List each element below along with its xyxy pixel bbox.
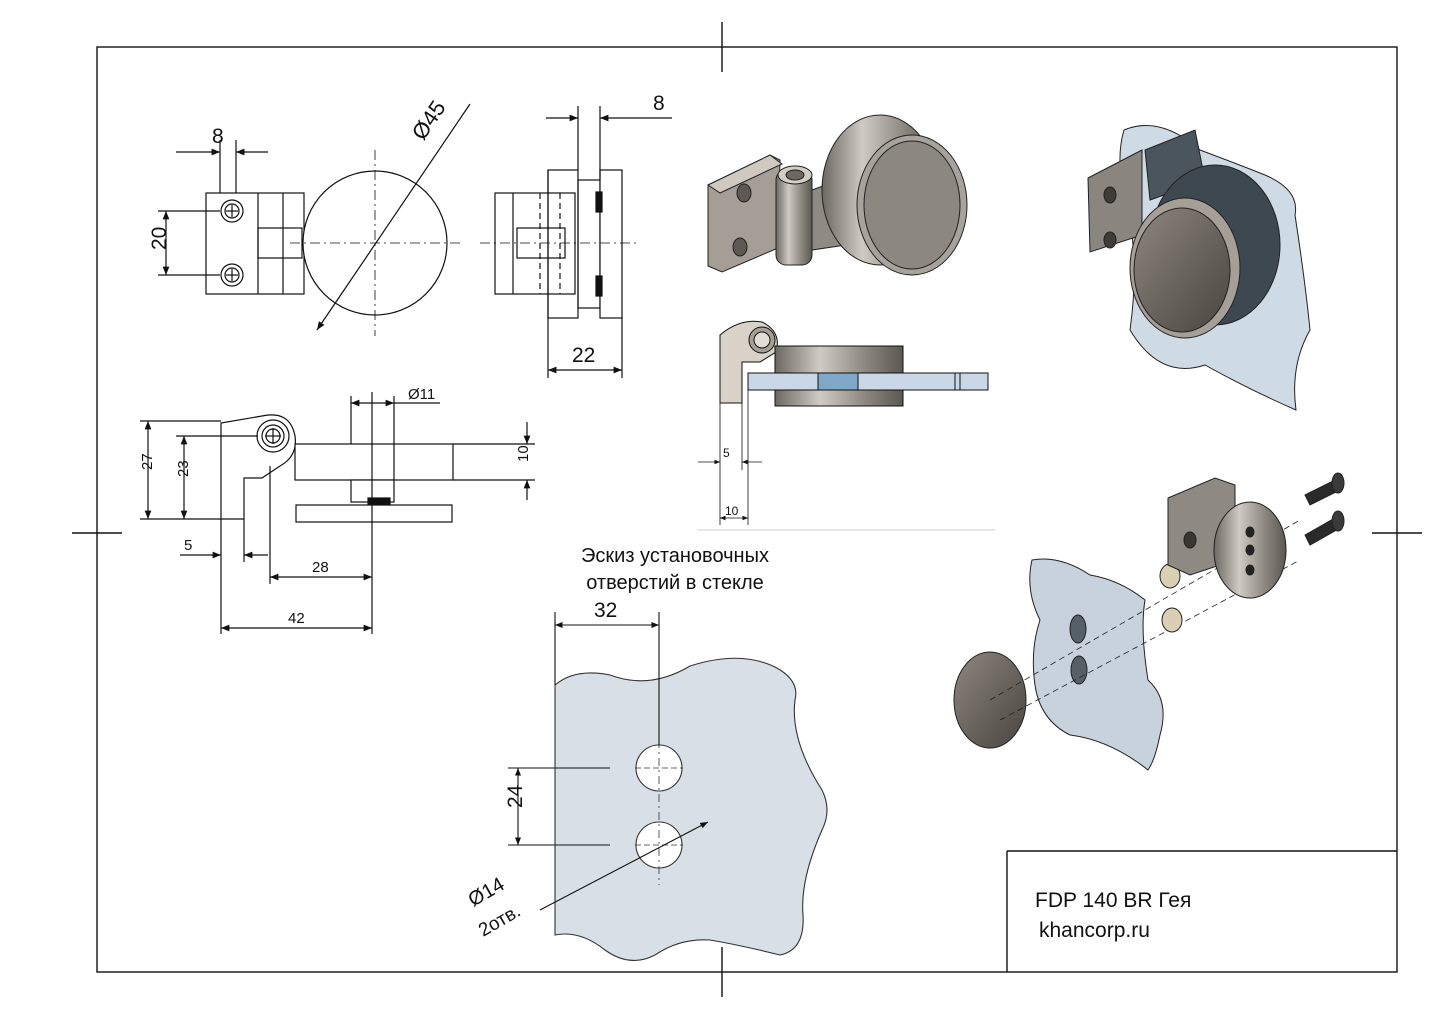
exploded-3d-view (953, 472, 1345, 771)
dim-top-height-23: 23 (175, 460, 192, 477)
top-view (140, 392, 535, 634)
sketch-caption-line1: Эскиз установочных (581, 545, 769, 567)
website-label: khancorp.ru (1039, 919, 1150, 942)
dim-top-28: 28 (312, 559, 329, 576)
front-view (158, 103, 471, 336)
side-view (480, 106, 672, 378)
dim-disc-diameter: Ø45 (407, 96, 451, 144)
dim-side-depth: 22 (572, 344, 595, 367)
dim-side-offset: 8 (653, 92, 665, 115)
hinge-3d-view (706, 114, 968, 276)
sketch-caption-line2: отверстий в стекле (586, 572, 764, 594)
dim-section-10: 10 (725, 504, 739, 518)
title-block-frame (1006, 850, 1397, 972)
mounted-3d-view (1087, 125, 1311, 411)
dim-top-thickness: 10 (515, 445, 532, 462)
section-view (697, 320, 995, 531)
drawing-title: FDP 140 BR Гея (1035, 889, 1192, 912)
sketch-caption: Эскиз установочных отверстий в стекле (545, 543, 805, 597)
dim-top-pin-diameter: Ø11 (408, 386, 435, 403)
hole-sketch (508, 612, 828, 961)
dim-top-height-27: 27 (139, 453, 156, 470)
dim-section-5: 5 (723, 446, 730, 460)
dim-hole-diameter: Ø14 (465, 873, 509, 911)
dim-hole-spacing-x: 32 (594, 599, 617, 622)
dim-top-42: 42 (288, 610, 305, 627)
dim-front-width: 8 (212, 125, 224, 148)
title-block: FDP 140 BR Гея khancorp.ru (1007, 851, 1396, 972)
dim-hole-spacing-y: 24 (504, 784, 527, 808)
dim-front-height: 20 (148, 227, 171, 250)
dim-top-leaf: 5 (184, 537, 192, 554)
sheet-frame (72, 22, 1422, 997)
